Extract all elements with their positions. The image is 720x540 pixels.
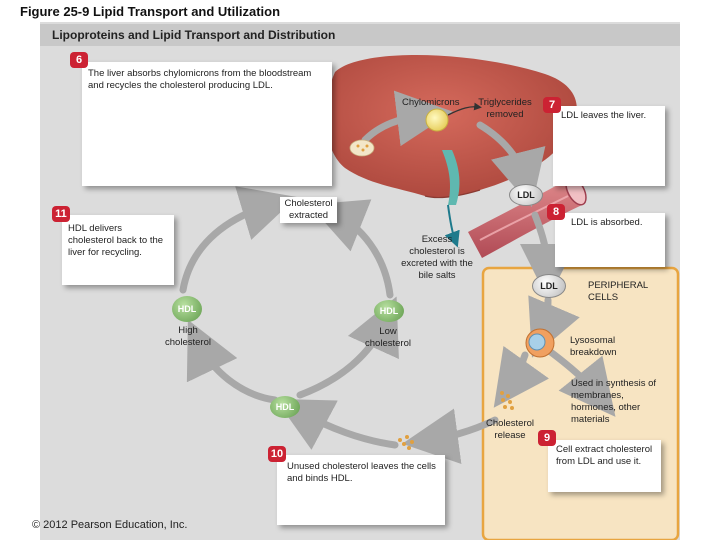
low-cholesterol-label: Low cholesterol: [365, 326, 411, 349]
hdl-particle-high: HDL: [172, 296, 202, 322]
chylomicrons-label: Chylomicrons: [402, 97, 460, 108]
step-9-badge: 9: [538, 430, 556, 446]
step-11-callout: HDL delivers cholesterol back to the liv…: [62, 215, 174, 285]
triglycerides-arrow: [447, 102, 482, 116]
step-7-text: LDL leaves the liver.: [561, 110, 647, 121]
high-cholesterol-label: High cholesterol: [165, 325, 211, 348]
ldl-particle-cell: LDL: [532, 274, 566, 298]
hdl-particle-low: HDL: [374, 300, 404, 322]
excess-cholesterol-label: Excess cholesterol is excreted with the …: [401, 234, 473, 281]
step-6-text: The liver absorbs chylomicrons from the …: [88, 68, 312, 91]
lysosome: [525, 328, 555, 358]
hdl-label: HDL: [379, 306, 399, 316]
cholesterol-particles: [349, 139, 514, 450]
step-7-badge: 7: [543, 97, 561, 113]
used-in-synthesis-label: Used in synthesis of membranes, hormones…: [571, 378, 657, 425]
step-9-text: Cell extract cholesterol from LDL and us…: [556, 444, 653, 467]
hdl-particle-bottom: HDL: [270, 396, 300, 418]
transport-arrows: [179, 90, 616, 465]
ldl-particle-vessel: LDL: [509, 184, 543, 206]
hdl-label: HDL: [275, 402, 295, 412]
copyright-notice: © 2012 Pearson Education, Inc.: [32, 519, 188, 531]
step-11-text: HDL delivers cholesterol back to the liv…: [68, 223, 164, 258]
hdl-label: HDL: [177, 304, 197, 314]
step-6-badge: 6: [70, 52, 88, 68]
figure-title: Figure 25-9 Lipid Transport and Utilizat…: [20, 4, 281, 19]
lysosomal-breakdown-label: Lysosomal breakdown: [570, 335, 617, 358]
step-6-callout: The liver absorbs chylomicrons from the …: [82, 62, 332, 186]
step-10-callout: Unused cholesterol leaves the cells and …: [277, 455, 445, 525]
step-8-callout: LDL is absorbed.: [555, 213, 665, 267]
step-10-badge: 10: [268, 446, 286, 462]
step-8-text: LDL is absorbed.: [571, 217, 643, 228]
triglycerides-removed-label: Triglycerides removed: [478, 97, 532, 120]
peripheral-cells-label: PERIPHERAL CELLS: [588, 280, 648, 303]
panel-header-bar: [40, 24, 680, 46]
step-7-callout: LDL leaves the liver.: [553, 106, 665, 186]
gallbladder: [442, 150, 460, 248]
ldl-label: LDL: [540, 281, 558, 291]
cholesterol-extracted-label: Cholesterol extracted: [280, 197, 337, 223]
cholesterol-release-label: Cholesterol release: [485, 418, 535, 441]
step-9-callout: Cell extract cholesterol from LDL and us…: [548, 440, 661, 492]
panel-title: Lipoproteins and Lipid Transport and Dis…: [52, 28, 336, 42]
ldl-label: LDL: [517, 190, 535, 200]
step-10-text: Unused cholesterol leaves the cells and …: [287, 461, 436, 484]
step-8-badge: 8: [547, 204, 565, 220]
step-11-badge: 11: [52, 206, 70, 222]
chylomicron-particle: [425, 108, 449, 132]
